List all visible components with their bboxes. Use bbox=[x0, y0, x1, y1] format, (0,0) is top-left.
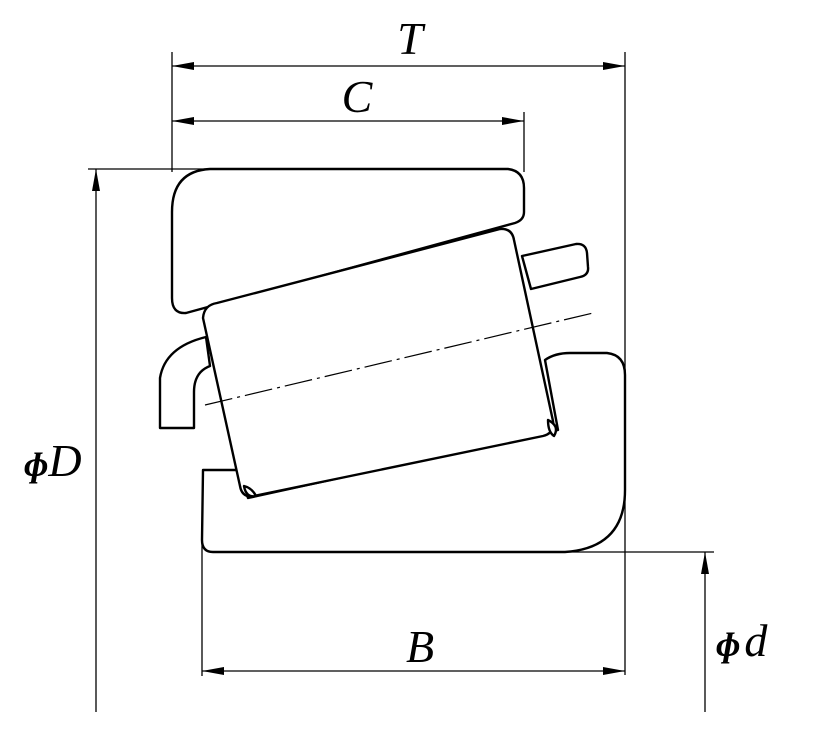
phi-symbol: ɸ bbox=[24, 444, 48, 484]
outer-ring-cup bbox=[170, 167, 526, 315]
phi-symbol: ɸ bbox=[716, 624, 740, 664]
cage-large-end bbox=[520, 242, 590, 291]
arrowhead-D-top bbox=[92, 169, 100, 191]
label-phi-d: ɸd bbox=[716, 615, 768, 666]
roller-axis-centerline bbox=[204, 312, 594, 406]
cage-small-end bbox=[158, 335, 212, 430]
arrowhead-T-right bbox=[603, 62, 625, 70]
inner-ring-cone bbox=[200, 351, 627, 554]
arrowhead-T-left bbox=[172, 62, 194, 70]
arrowhead-C-left bbox=[172, 117, 194, 125]
label-B: B bbox=[406, 621, 434, 672]
label-D: D bbox=[47, 435, 81, 486]
roller-contact-small-end bbox=[242, 484, 258, 498]
label-d: d bbox=[744, 615, 768, 666]
arrowhead-B-right bbox=[603, 667, 625, 675]
label-T: T bbox=[397, 13, 426, 64]
arrowhead-d-top bbox=[701, 552, 709, 574]
arrowhead-C-right bbox=[502, 117, 524, 125]
arrowhead-B-left bbox=[202, 667, 224, 675]
roller-contact-large-end bbox=[546, 418, 558, 438]
label-phi-D: ɸD bbox=[24, 435, 82, 486]
label-C: C bbox=[342, 71, 374, 122]
tapered-roller bbox=[201, 227, 555, 498]
